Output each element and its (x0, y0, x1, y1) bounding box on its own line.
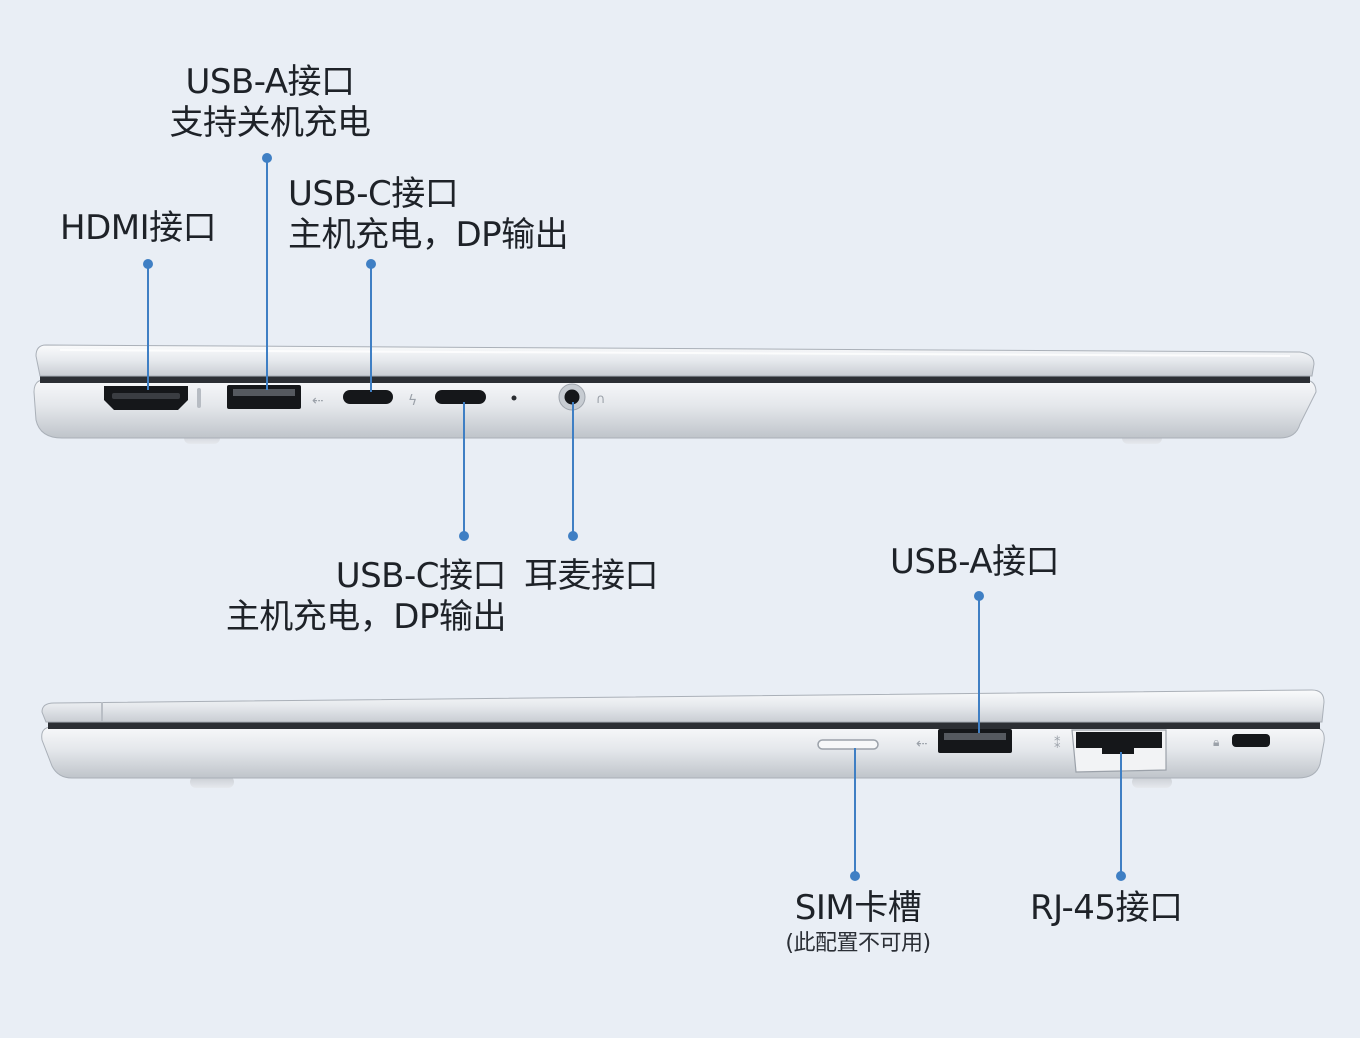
headset-icon: ∩ (596, 392, 606, 407)
label-usba-top-line1: USB-A接口 (185, 62, 355, 102)
usba-port-bottom-tongue (944, 733, 1006, 740)
hdmi-icon (197, 388, 201, 408)
top-laptop: ⇠ ϟ ∩ (33, 344, 1317, 444)
label-sim-line2: (此配置不可用) (785, 931, 931, 956)
label-usbc-top-1: USB-C接口 主机充电，DP输出 (288, 174, 569, 256)
label-audio: 耳麦接口 (524, 556, 659, 597)
hdmi-port-inner (112, 393, 180, 399)
callout-dot-hdmi (143, 259, 153, 269)
usba-port-top (227, 385, 301, 409)
label-audio-line1: 耳麦接口 (524, 556, 659, 596)
callout-lines (143, 153, 1126, 881)
callout-dot-usba-top (262, 153, 272, 163)
usbc-port-2 (435, 390, 486, 404)
label-sim-line1: SIM卡槽 (794, 888, 922, 928)
thunderbolt-icon-1: ϟ (408, 393, 417, 409)
bottom-laptop-seam (48, 720, 1320, 729)
usba-port-top-tongue (233, 389, 295, 396)
rj45-port-latch (1102, 746, 1134, 754)
label-usbc-top-1-line1: USB-C接口 (288, 174, 459, 214)
label-rj45: RJ-45接口 (1030, 888, 1183, 929)
usb-charge-icon: ⇠ (312, 393, 324, 409)
label-usbc-top-2: USB-C接口 主机充电，DP输出 (178, 556, 507, 638)
label-usbc-top-2-line1: USB-C接口 (335, 556, 507, 596)
network-icon: ⁑ (1054, 736, 1061, 752)
security-lock-slot (1232, 734, 1270, 747)
top-laptop-base (33, 379, 1317, 439)
callout-dot-usba-bottom (974, 591, 984, 601)
label-rj45-line1: RJ-45接口 (1030, 888, 1183, 928)
label-usbc-top-1-line2: 主机充电，DP输出 (288, 215, 569, 255)
callout-dot-audio (568, 531, 578, 541)
bottom-laptop-lid (41, 689, 1325, 723)
top-laptop-lid (35, 344, 1315, 377)
usb-charge-icon-right: ⇠ (916, 736, 928, 752)
rj45-port-opening (1076, 732, 1162, 748)
bottom-foot-right (1132, 776, 1172, 788)
top-lid-highlight (59, 349, 1291, 357)
bottom-laptop: ⇠ ⁑ 🔒︎ (41, 689, 1325, 788)
label-usbc-top-2-line2: 主机充电，DP输出 (225, 597, 507, 637)
bottom-foot-left (190, 776, 234, 788)
callout-dot-sim (850, 871, 860, 881)
status-led (511, 395, 517, 401)
top-laptop-seam (40, 374, 1310, 383)
usba-port-bottom (938, 729, 1012, 753)
callout-dot-rj45 (1116, 871, 1126, 881)
label-usba-bottom-line1: USB-A接口 (890, 542, 1060, 582)
label-sim: SIM卡槽 (此配置不可用) (758, 888, 958, 959)
lock-icon: 🔒︎ (1213, 735, 1219, 749)
label-usba-top: USB-A接口 支持关机充电 (150, 62, 390, 144)
audio-jack (564, 389, 580, 405)
usbc-port-1 (343, 390, 393, 404)
label-usba-top-line2: 支持关机充电 (169, 103, 372, 143)
label-hdmi: HDMI接口 (60, 208, 217, 249)
callout-dot-usbc-2 (459, 531, 469, 541)
callout-dot-usbc-1 (366, 259, 376, 269)
label-hdmi-line1: HDMI接口 (60, 208, 217, 248)
label-usba-bottom: USB-A接口 (890, 542, 1060, 583)
sim-slot (817, 739, 879, 750)
